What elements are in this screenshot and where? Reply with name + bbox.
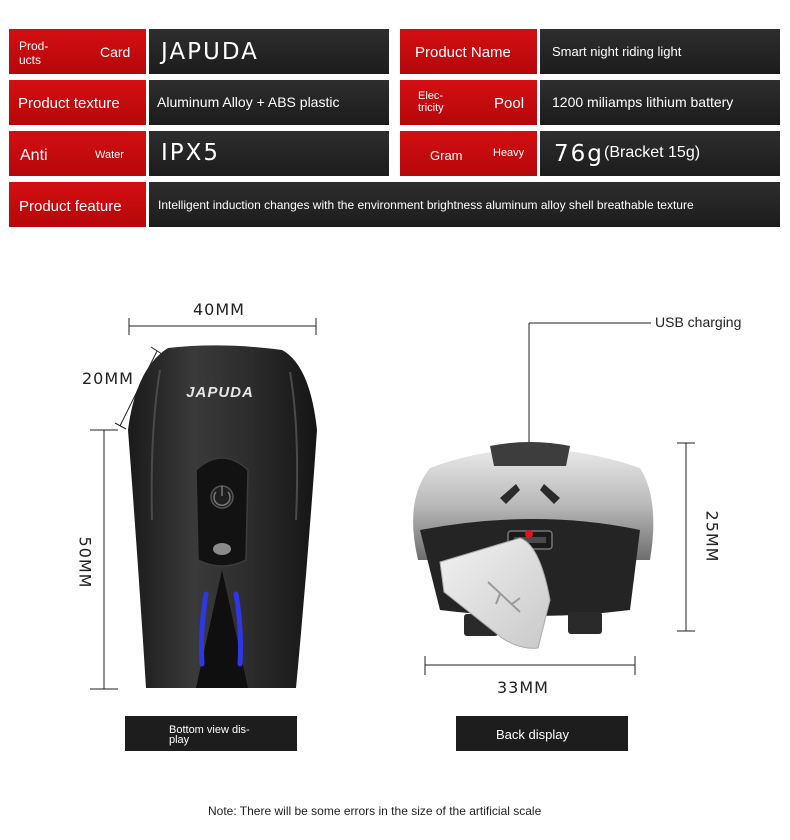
back-height-dimension-label: 25MM (702, 510, 722, 563)
blue-led-left (199, 591, 209, 667)
battery-label-top: Elec- (418, 90, 444, 102)
scale-note: Note: There will be some errors in the s… (208, 804, 542, 818)
back-width-dimension-label: 33MM (497, 678, 549, 697)
bottom-view-caption-line2: play (169, 734, 190, 746)
feature-label-cell: Product feature (9, 182, 146, 227)
height-dimension-label: 50MM (75, 536, 95, 589)
body-logo: JAPUDA (186, 384, 254, 401)
usb-cover-cap (439, 537, 551, 649)
brand-value-cell: JAPUDA (149, 29, 389, 74)
width-dimension-label: 40MM (193, 300, 245, 319)
waterproof-label-right: Water (95, 149, 124, 161)
battery-label-cell: Elec- tricity Pool (400, 80, 537, 125)
brand-label-bottom: ucts (19, 53, 42, 67)
product-name-value: Smart night riding light (552, 44, 682, 59)
usb-symbol-icon (487, 581, 521, 613)
brand-label-cell: Prod- ucts Card (9, 29, 146, 74)
battery-label-right: Pool (494, 95, 525, 112)
weight-label-cell: Gram Heavy (400, 131, 537, 176)
waterproof-value: IPX5 (161, 140, 221, 166)
product-name-label-cell: Product Name (400, 29, 537, 74)
battery-value: 1200 miliamps lithium battery (552, 94, 734, 110)
brand-value: JAPUDA (161, 39, 259, 65)
light-body-bottom-view: JAPUDA (128, 345, 317, 688)
feature-value: Intelligent induction changes with the e… (158, 198, 694, 212)
battery-label-bottom: tricity (418, 102, 444, 114)
texture-label-cell: Product texture (9, 80, 146, 125)
usb-charging-label: USB charging (655, 314, 742, 330)
waterproof-label-left: Anti (20, 147, 48, 164)
waterproof-label-cell: Anti Water (9, 131, 146, 176)
bottom-view-caption-line1: Bottom view dis- (169, 724, 250, 736)
light-body-back-view (413, 442, 654, 649)
dimension-lines-back-view (424, 322, 695, 675)
weight-label-left: Gram (430, 148, 463, 163)
back-display-caption: Back display (456, 716, 628, 751)
depth-dimension-label: 20MM (82, 369, 134, 388)
weight-value-cell: 76g (Bracket 15g) (540, 131, 780, 176)
texture-label: Product texture (18, 95, 120, 112)
waterproof-value-cell: IPX5 (149, 131, 389, 176)
weight-label-right: Heavy (493, 147, 525, 159)
bottom-view-caption: Bottom view dis- play (125, 716, 297, 751)
texture-value: Aluminum Alloy + ABS plastic (157, 94, 340, 110)
texture-value-cell: Aluminum Alloy + ABS plastic (149, 80, 389, 125)
feature-value-cell: Intelligent induction changes with the e… (149, 182, 780, 227)
weight-value: 76g (554, 141, 604, 167)
back-display-caption-text: Back display (496, 727, 569, 742)
light-sensor-icon (213, 543, 231, 555)
battery-value-cell: 1200 miliamps lithium battery (540, 80, 780, 125)
feature-label: Product feature (19, 198, 122, 215)
product-name-value-cell: Smart night riding light (540, 29, 780, 74)
blue-led-right (233, 591, 243, 667)
product-name-label: Product Name (415, 44, 511, 61)
weight-value-extra: (Bracket 15g) (604, 144, 701, 161)
brand-label-top: Prod- (19, 39, 49, 53)
brand-label-right: Card (100, 44, 131, 60)
